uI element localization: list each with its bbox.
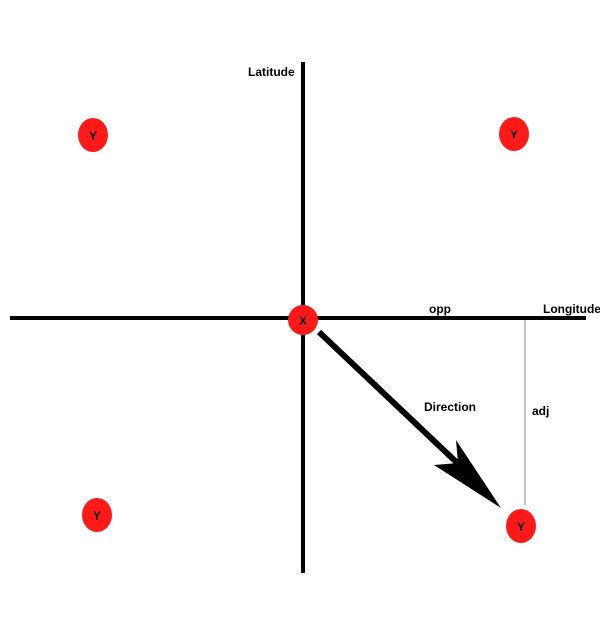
point-bottom-right-label: Y <box>517 520 525 534</box>
point-top-right-label: Y <box>510 128 518 142</box>
point-origin-label: X <box>299 314 307 328</box>
point-top-right: Y <box>499 117 529 151</box>
adj-label: adj <box>532 404 549 418</box>
point-bottom-left-label: Y <box>93 509 101 523</box>
direction-arrow-head <box>434 440 501 508</box>
point-origin: X <box>288 305 318 335</box>
direction-arrow-shaft <box>316 329 473 478</box>
point-top-left: Y <box>78 118 108 152</box>
point-bottom-left: Y <box>82 498 112 532</box>
direction-label: Direction <box>424 400 476 414</box>
point-top-left-label: Y <box>89 129 97 143</box>
latitude-label: Latitude <box>248 65 295 79</box>
longitude-label: Longitude <box>543 302 600 316</box>
opp-label: opp <box>429 302 451 316</box>
point-bottom-right: Y <box>506 509 536 543</box>
